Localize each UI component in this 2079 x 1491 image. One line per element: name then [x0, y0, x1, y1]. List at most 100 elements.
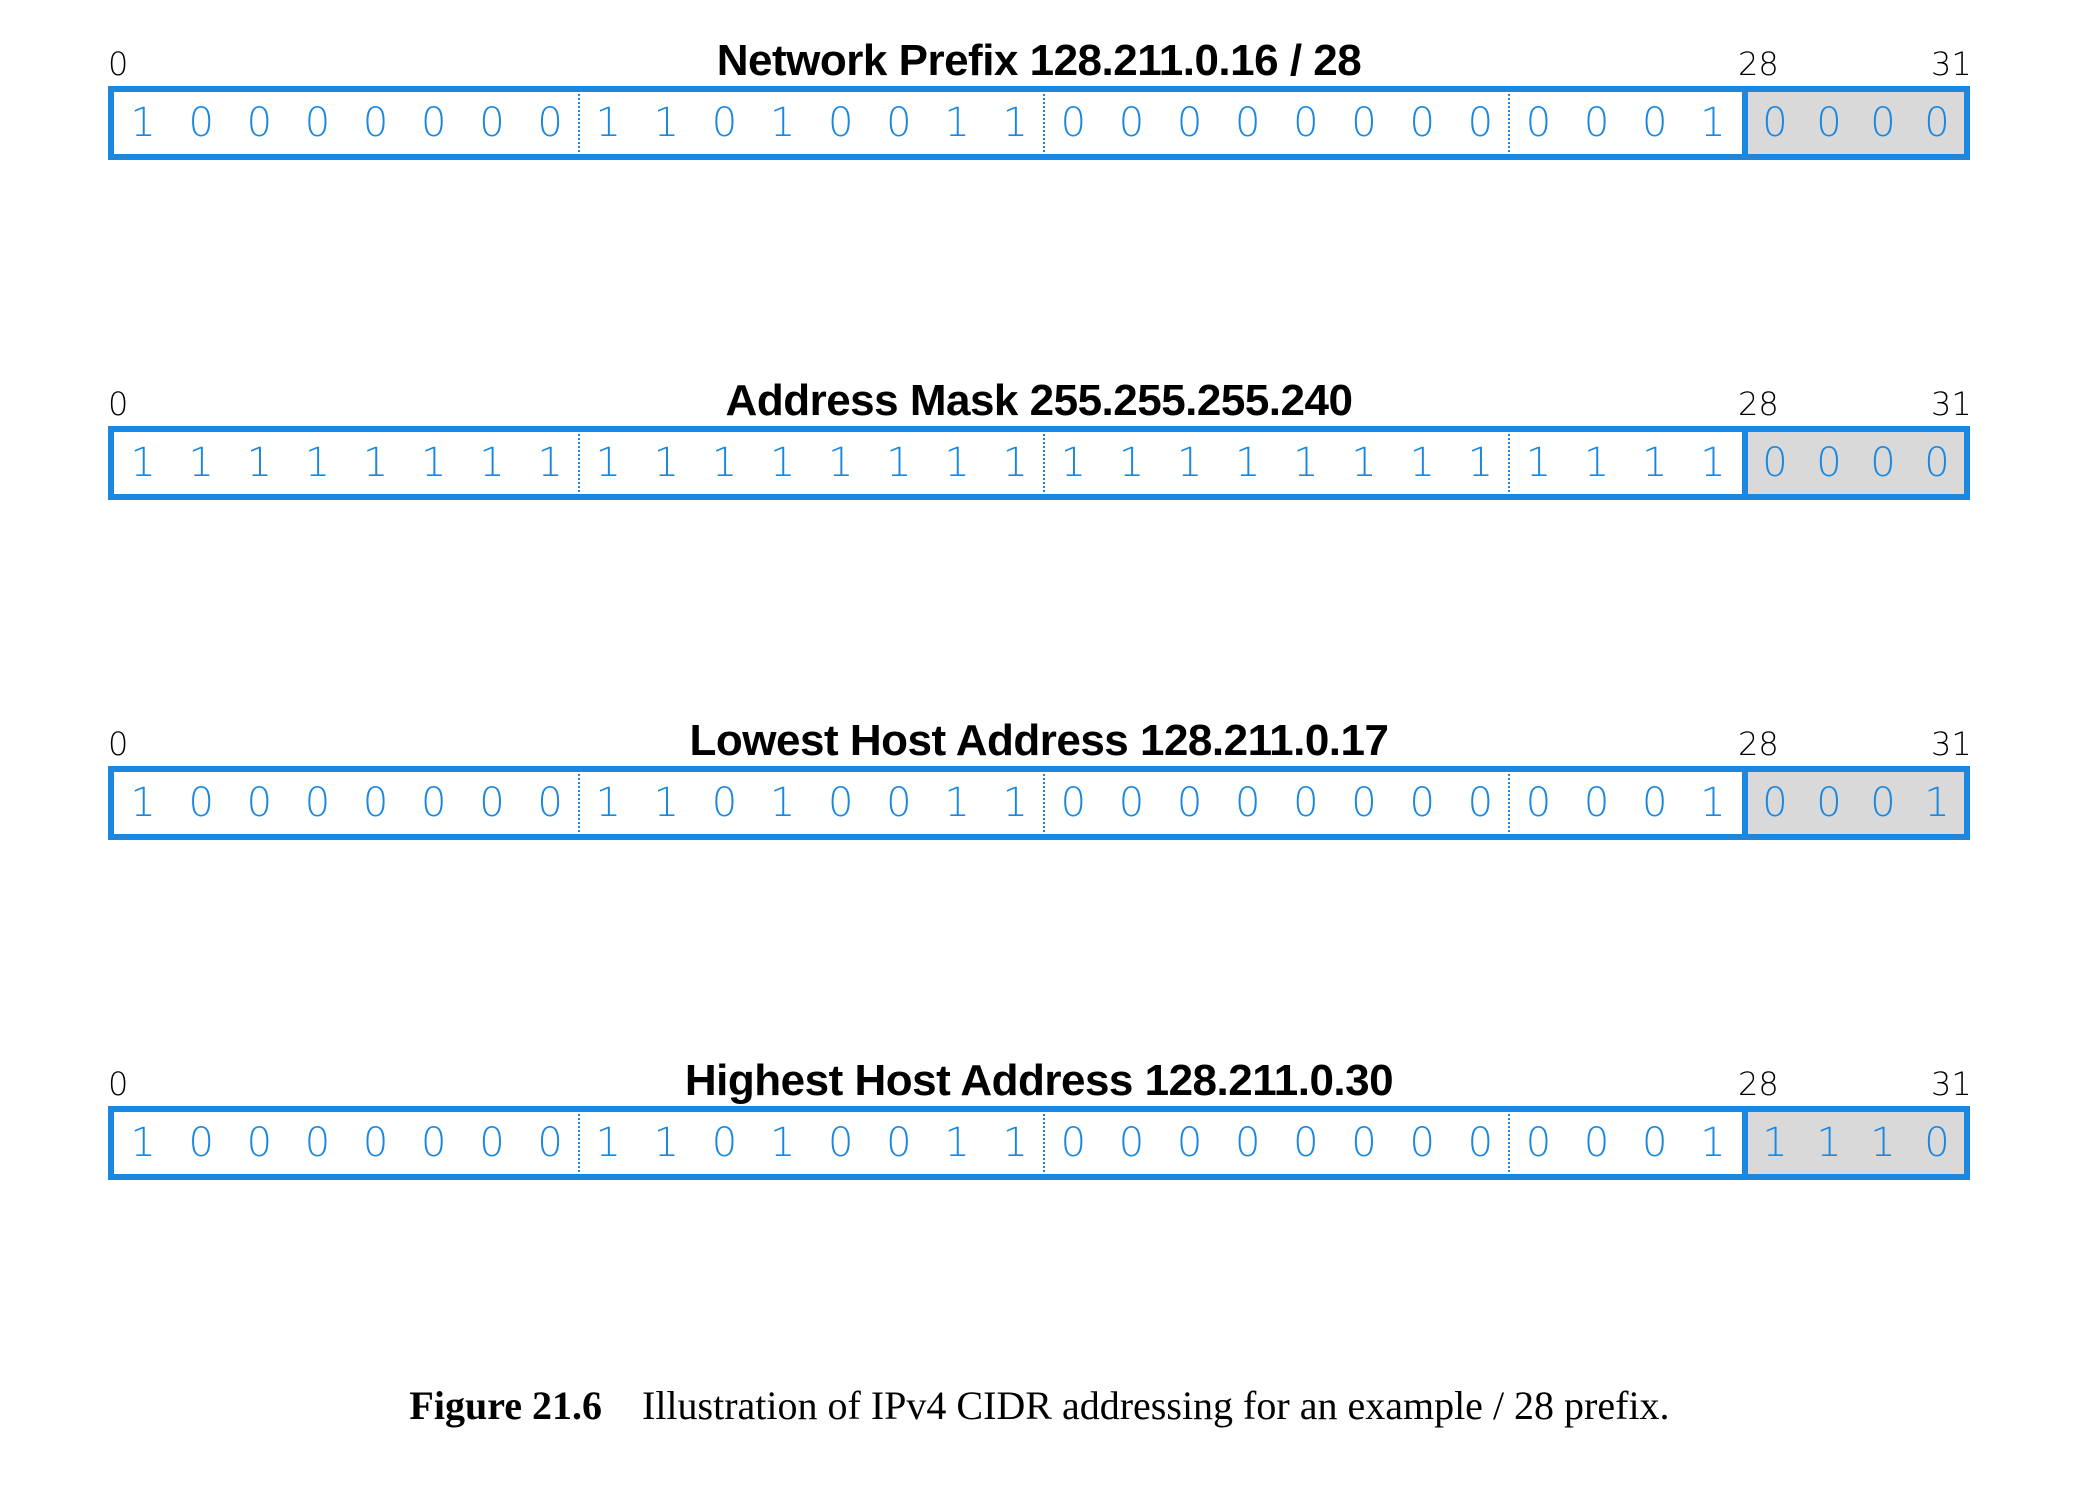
bit-cell: 0 [304, 1120, 331, 1166]
bit-cell: 1 [1924, 780, 1950, 826]
bit-cell: 1 [944, 780, 970, 826]
bit-cell: 1 [769, 440, 796, 486]
bit-cell: 0 [1870, 780, 1896, 826]
bit-cell: 0 [1176, 1120, 1203, 1166]
bit-cell: 0 [1060, 100, 1087, 146]
bit-cell: 1 [986, 1106, 1046, 1180]
bit-cell: 0 [421, 1120, 447, 1166]
bit-cell: 0 [479, 100, 505, 146]
bit-cell: 0 [362, 1120, 389, 1166]
bit-cell: 1 [986, 86, 1046, 160]
bit-cell: 0 [1235, 1120, 1261, 1166]
bit-cell: 1 [130, 1120, 156, 1166]
bit-cell: 0 [1118, 780, 1145, 826]
bit-cell: 0 [828, 1120, 854, 1166]
bit-cell: 0 [1924, 100, 1950, 146]
bit-cell: 0 [1060, 1120, 1087, 1166]
row-title-lowest-host-address: Lowest Host Address 128.211.0.17 [689, 716, 1389, 765]
bit-cell: 0 [304, 100, 331, 146]
bit-cell: 0 [1451, 766, 1511, 840]
bit-cell: 1 [769, 100, 796, 146]
bit-cell: 0 [188, 100, 214, 146]
bit-cell: 0 [362, 780, 389, 826]
bit-cell: 0 [886, 100, 912, 146]
bit-cell: 0 [1409, 1120, 1435, 1166]
bit-cell: 0 [246, 780, 273, 826]
bit-cell: 0 [886, 780, 912, 826]
bit-cell: 1 [521, 426, 581, 500]
bit-cell: 1 [595, 100, 621, 146]
tick-label-0: 0 [108, 725, 129, 763]
bit-cell: 1 [711, 440, 738, 486]
bit-cell: 1 [595, 780, 621, 826]
bit-cell: 1 [653, 100, 680, 146]
bit-cell: 1 [304, 440, 331, 486]
bit-cell: 1 [479, 440, 505, 486]
tick-label-row: 0 Address Mask 255.255.255.240 28 31 [108, 368, 1972, 424]
bit-cell: 0 [479, 780, 505, 826]
bit-cell: 0 [1525, 1120, 1552, 1166]
bit-cell: 1 [1118, 440, 1145, 486]
tick-label-0: 0 [108, 45, 129, 83]
bit-cell: 0 [1762, 780, 1788, 826]
bit-cell: 0 [828, 780, 854, 826]
bit-cell: 1 [246, 440, 273, 486]
tick-label-row: 0 Highest Host Address 128.211.0.30 28 3… [108, 1048, 1972, 1104]
bit-cell: 0 [304, 780, 331, 826]
bit-cell: 1 [130, 440, 156, 486]
bit-cell: 0 [1118, 1120, 1145, 1166]
bit-cell: 1 [769, 780, 796, 826]
bit-cell: 0 [1351, 780, 1377, 826]
bit-cell: 0 [1235, 100, 1261, 146]
bit-cell: 1 [130, 100, 156, 146]
bit-cell: 0 [1235, 780, 1261, 826]
bit-cell: 0 [521, 766, 581, 840]
bit-cell: 1 [1060, 440, 1087, 486]
bit-cell: 0 [246, 100, 273, 146]
tick-label-31: 31 [1931, 725, 1972, 763]
bit-cell: 0 [362, 100, 389, 146]
bit-cell: 0 [1583, 100, 1610, 146]
bit-cell: 0 [188, 1120, 214, 1166]
bit-cell: 1 [595, 1120, 621, 1166]
bit-cell: 0 [188, 780, 214, 826]
tick-label-31: 31 [1931, 385, 1972, 423]
bit-cell: 1 [1525, 440, 1552, 486]
bit-cell: 0 [1451, 1106, 1511, 1180]
bit-cell: 0 [1816, 780, 1842, 826]
bit-cell: 1 [188, 440, 214, 486]
bit-cell: 1 [1700, 100, 1726, 146]
bit-cell: 0 [1762, 440, 1788, 486]
row-title-highest-host-address: Highest Host Address 128.211.0.30 [684, 1056, 1394, 1105]
bit-cell: 0 [521, 1106, 581, 1180]
tick-label-row: 0 Network Prefix 128.211.0.16 / 28 28 31 [108, 28, 1972, 84]
bit-diagram-row-network-prefix: 0 Network Prefix 128.211.0.16 / 28 28 31… [108, 28, 1972, 160]
bit-cell: 0 [711, 1120, 738, 1166]
bit-cell: 1 [1351, 440, 1377, 486]
bit-cell: 1 [1451, 426, 1511, 500]
bit-cell: 0 [828, 100, 854, 146]
bit-cell: 1 [1762, 1120, 1788, 1166]
bit-cell: 0 [1525, 780, 1552, 826]
bit-cell: 0 [1816, 100, 1842, 146]
bit-cell: 1 [944, 440, 970, 486]
bit-cell: 1 [986, 426, 1046, 500]
bit-cell: 0 [1293, 1120, 1319, 1166]
tick-label-31: 31 [1931, 1065, 1972, 1103]
bit-cell: 0 [1924, 440, 1950, 486]
bit-cell: 0 [1176, 780, 1203, 826]
bit-cell: 1 [421, 440, 447, 486]
bit-cell: 0 [1351, 1120, 1377, 1166]
bit-cell: 0 [1525, 100, 1552, 146]
bit-cell: 0 [246, 1120, 273, 1166]
bit-cell: 0 [1060, 780, 1087, 826]
tick-label-28: 28 [1738, 45, 1779, 83]
bit-cell: 1 [1816, 1120, 1842, 1166]
